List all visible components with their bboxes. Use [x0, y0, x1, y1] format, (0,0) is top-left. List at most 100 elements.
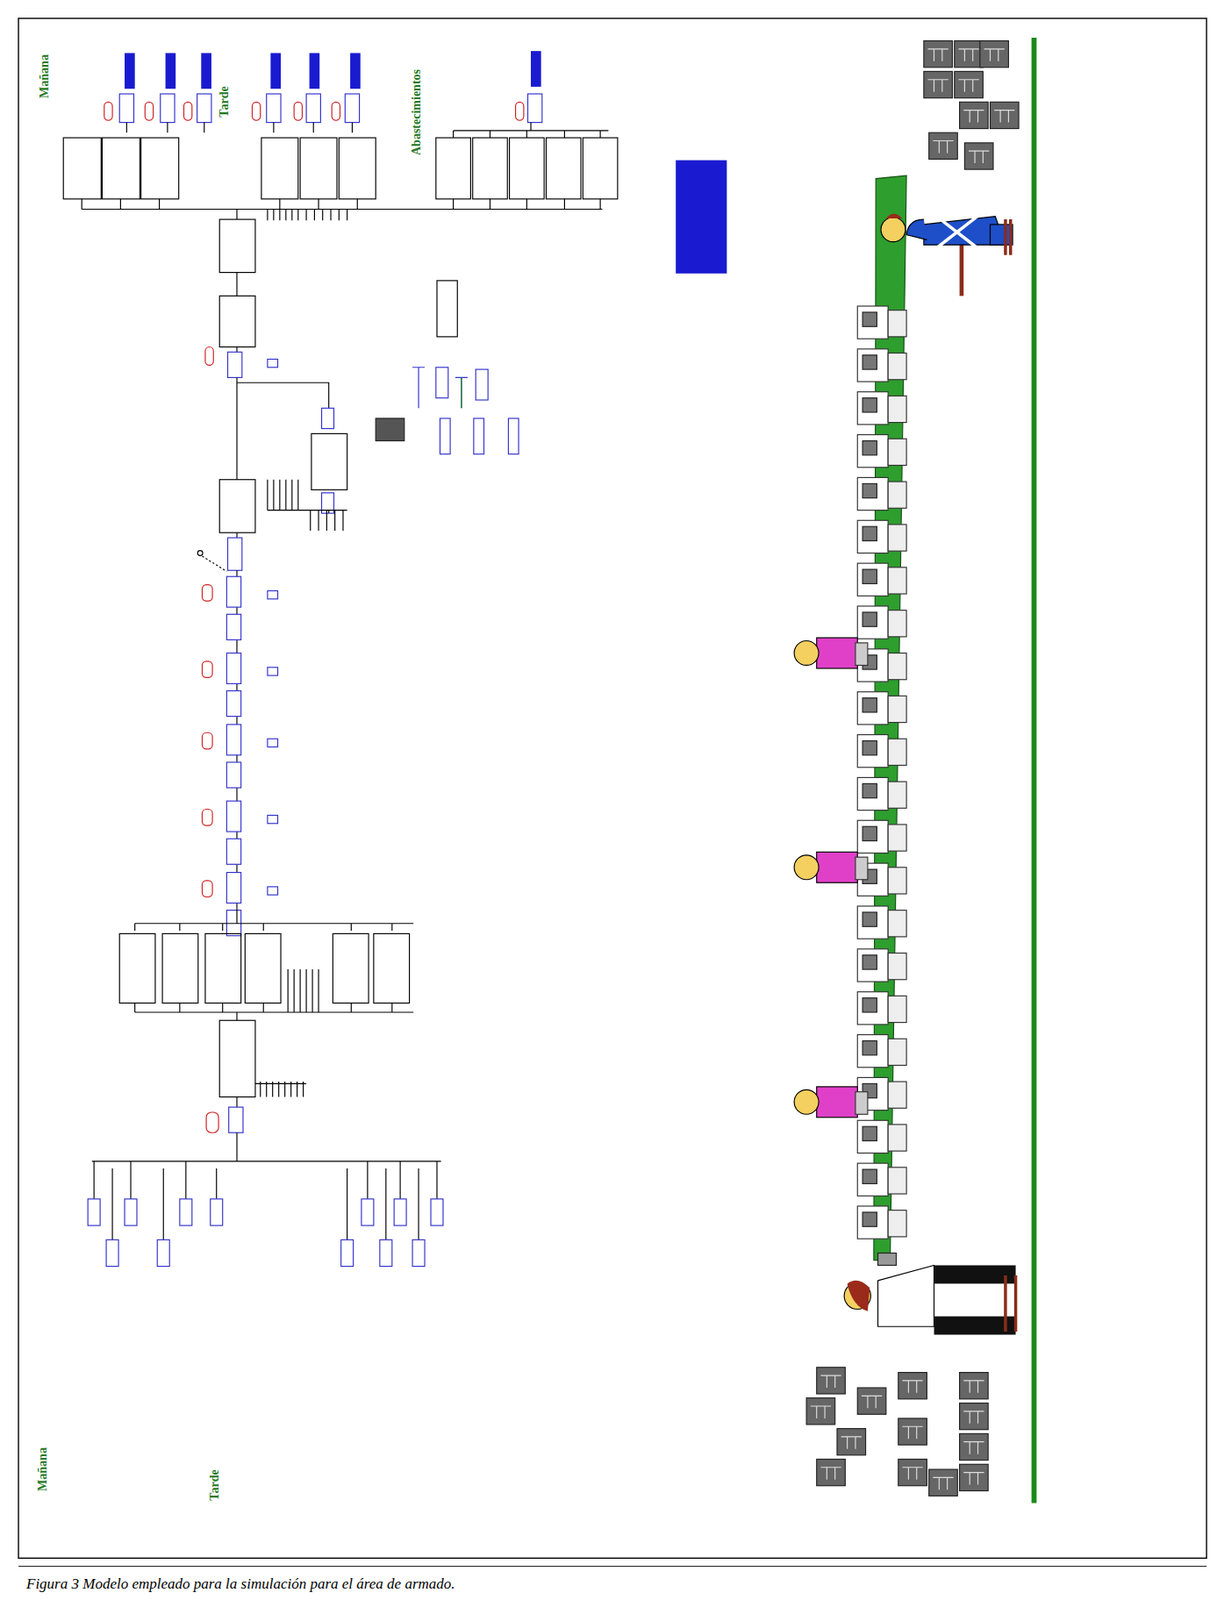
small-icon — [267, 591, 279, 600]
screen — [862, 1126, 877, 1141]
case — [887, 524, 907, 552]
case — [887, 1167, 907, 1195]
computer — [857, 1163, 888, 1196]
operator-head — [794, 855, 819, 881]
screen — [862, 783, 877, 798]
box-stacks — [806, 41, 1019, 1497]
screen — [862, 1212, 877, 1227]
box-mark — [901, 1426, 923, 1439]
box-mark — [963, 1442, 984, 1455]
case — [887, 438, 907, 466]
screen — [862, 698, 877, 713]
case — [887, 652, 907, 680]
computer — [857, 563, 888, 596]
computer — [857, 606, 888, 639]
small-icon — [267, 887, 279, 895]
box — [898, 1373, 928, 1400]
box-mark — [994, 110, 1015, 123]
case — [887, 610, 907, 638]
operator-icon — [201, 880, 213, 898]
box — [923, 71, 953, 98]
box — [959, 1433, 989, 1461]
operator-tool — [855, 643, 868, 666]
computer — [857, 477, 888, 510]
screen — [862, 998, 877, 1013]
screen — [862, 526, 877, 541]
screen — [862, 1041, 877, 1056]
box-mark — [963, 1381, 984, 1394]
box — [959, 1402, 989, 1430]
group-label: Tarde — [217, 86, 232, 118]
box-mark — [861, 1395, 882, 1409]
box — [898, 1459, 928, 1486]
frame — [18, 18, 1207, 1559]
box — [857, 1388, 887, 1415]
computer — [857, 735, 888, 768]
case — [887, 481, 907, 509]
box-mark — [820, 1375, 841, 1389]
computer — [857, 392, 888, 425]
box-mark — [841, 1437, 862, 1450]
box-mark — [984, 49, 1005, 62]
queue-icon — [226, 614, 241, 640]
queue-icon — [226, 691, 241, 717]
computer — [857, 1035, 888, 1068]
computer — [857, 520, 888, 553]
case — [887, 995, 907, 1023]
operator-tool — [855, 1092, 868, 1116]
box — [929, 1469, 959, 1496]
box — [989, 101, 1019, 129]
box-mark — [932, 1477, 953, 1490]
computer — [857, 692, 888, 725]
figure-caption: Figura 3 Modelo empleado para la simulac… — [26, 1575, 456, 1594]
box — [954, 71, 984, 98]
box-mark — [820, 1467, 841, 1481]
caption-rule — [18, 1566, 1207, 1568]
screen — [862, 612, 877, 627]
box-mark — [928, 79, 949, 93]
box — [959, 1464, 989, 1491]
box-mark — [968, 150, 989, 164]
computer — [857, 906, 888, 939]
operator-body — [816, 851, 859, 883]
box — [816, 1367, 846, 1395]
box — [964, 143, 994, 170]
screen — [862, 826, 877, 841]
small-icon — [267, 815, 279, 824]
operator-body — [816, 637, 859, 669]
case — [887, 567, 907, 595]
flow-model — [63, 50, 618, 1267]
box-mark — [958, 49, 979, 62]
group-label: Abastecimientos — [409, 69, 424, 156]
queue-icon — [226, 576, 241, 608]
computer — [857, 777, 888, 810]
station-chain — [201, 570, 278, 936]
operator-tool — [855, 857, 868, 881]
screen — [862, 355, 877, 370]
box — [837, 1429, 867, 1456]
computer — [857, 306, 888, 339]
screen — [862, 398, 877, 413]
box — [923, 41, 953, 68]
computer — [857, 1206, 888, 1239]
screen — [862, 441, 877, 456]
operator-head — [794, 1089, 819, 1115]
case — [887, 867, 907, 895]
queue-icon — [226, 762, 241, 788]
computer — [857, 992, 888, 1025]
box — [898, 1418, 928, 1446]
group-label: Mañana — [37, 54, 52, 99]
box — [959, 1373, 989, 1400]
box-mark — [901, 1381, 923, 1394]
operator-icon — [201, 732, 213, 750]
case — [887, 910, 907, 938]
box-mark — [963, 1473, 984, 1486]
queue-icon — [226, 873, 241, 904]
box-mark — [963, 110, 984, 123]
queue-icon — [226, 724, 241, 756]
group-label: Tarde — [207, 1469, 222, 1501]
operator-body — [816, 1087, 859, 1118]
box-mark — [932, 141, 953, 154]
